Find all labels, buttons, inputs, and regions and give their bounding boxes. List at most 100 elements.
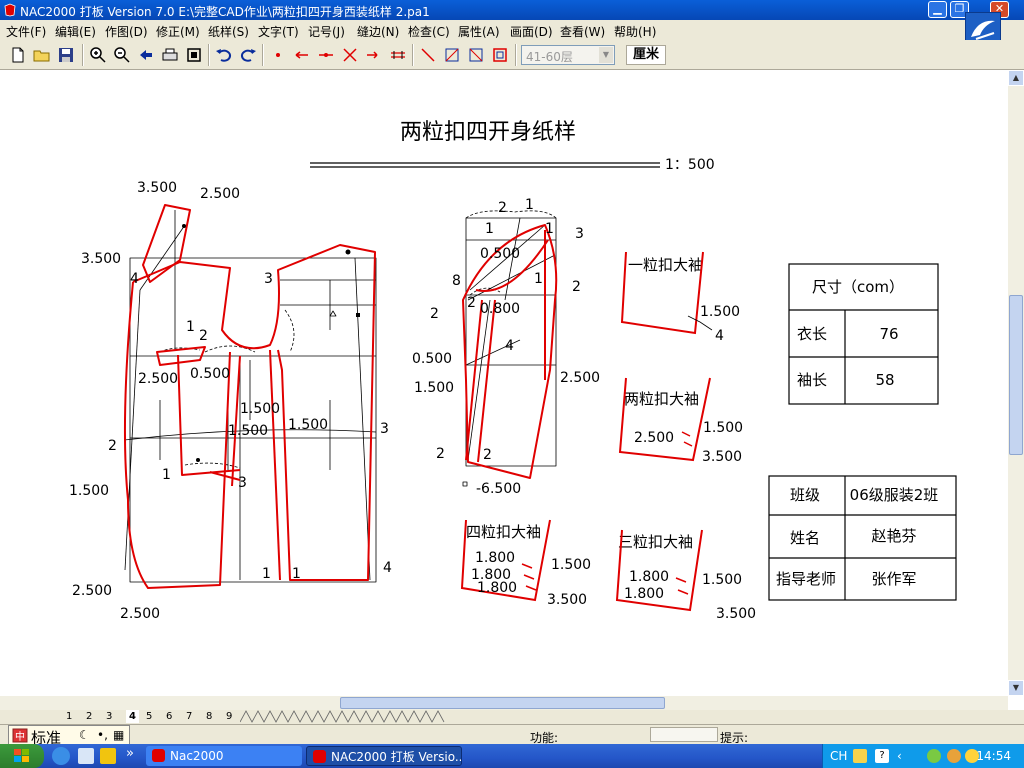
line-tool-button[interactable] [418, 45, 438, 65]
menu-edit[interactable]: 编辑(E) [55, 25, 96, 39]
extend-tool-button[interactable] [364, 45, 384, 65]
rectangle-tool-button[interactable] [490, 45, 510, 65]
cross-tool-button[interactable] [340, 45, 360, 65]
minimize-button[interactable]: ▁ [928, 1, 947, 18]
page-tab-active[interactable]: 4 [126, 710, 139, 723]
qq-icon[interactable] [965, 749, 979, 763]
dim-label: 2.500 [72, 583, 112, 599]
dim-label: 2 [199, 328, 208, 344]
save-icon [59, 48, 73, 62]
open-file-button[interactable] [32, 45, 52, 65]
messenger-icon[interactable] [947, 749, 961, 763]
status-bar: 中 标准 ☾ •, ▦ 功能: 提示: [0, 724, 1024, 747]
menu-modify[interactable]: 修正(M) [156, 25, 200, 39]
system-tray: CH ? ‹ 14:54 [822, 744, 1024, 768]
drawing-canvas[interactable]: 两粒扣四开身纸样 1：500 [0, 70, 1008, 696]
zoom-out-icon [114, 47, 130, 63]
page-tab[interactable]: 7 [186, 711, 193, 722]
clock: 14:54 [976, 749, 1011, 763]
point-tool-button[interactable] [268, 45, 288, 65]
moon-icon[interactable]: ☾ [79, 728, 90, 742]
menu-draw[interactable]: 作图(D) [105, 25, 148, 39]
arrow-tool-button[interactable] [292, 45, 312, 65]
rect-diag-tool-button[interactable] [442, 45, 462, 65]
fit-window-button[interactable] [184, 45, 204, 65]
cross-icon [343, 48, 357, 62]
page-tab[interactable]: 1 [66, 711, 73, 722]
maximize-button[interactable]: ❐ [950, 1, 969, 18]
tray-app-icon[interactable] [927, 749, 941, 763]
dim-label: 3.500 [716, 606, 756, 622]
measure-icon [391, 51, 405, 59]
ime-tray-icon[interactable] [853, 749, 867, 763]
ime-toolbar[interactable]: 中 标准 ☾ •, ▦ [8, 725, 130, 747]
taskbar-item[interactable]: Nac2000 [146, 746, 302, 766]
taskbar-item-active[interactable]: NAC2000 打板 Versio... [306, 746, 462, 766]
browser-icon[interactable] [52, 747, 70, 765]
menu-attribute[interactable]: 属性(A) [458, 25, 500, 39]
dim-label: 4 [715, 328, 724, 344]
dim-label: 0.500 [480, 246, 520, 262]
size-row-value: 76 [879, 325, 898, 343]
redo-button[interactable] [238, 45, 258, 65]
punctuation-icon[interactable]: •, [97, 728, 108, 742]
chevron-down-icon[interactable]: ▼ [599, 47, 613, 63]
keyboard-icon[interactable]: ▦ [113, 728, 125, 742]
layer-select[interactable]: 41-60层 ▼ [521, 45, 615, 65]
language-indicator[interactable]: CH [830, 749, 848, 763]
dim-label: 1 [262, 566, 271, 582]
horizontal-scroll-thumb[interactable] [340, 697, 665, 709]
menu-mark[interactable]: 记号(J) [308, 25, 345, 39]
page-tab[interactable]: 8 [206, 711, 213, 722]
help-icon[interactable]: ? [875, 749, 889, 763]
page-tab[interactable]: 3 [106, 711, 113, 722]
horizontal-scrollbar[interactable] [0, 696, 1008, 710]
menu-text[interactable]: 文字(T) [258, 25, 299, 39]
dim-label: 2 [430, 306, 439, 322]
layer-select-value: 41-60层 [526, 50, 573, 64]
vertical-scrollbar[interactable]: ▲ ▼ [1008, 70, 1024, 696]
scroll-down-icon[interactable]: ▼ [1008, 680, 1024, 696]
menu-pattern[interactable]: 纸样(S) [208, 25, 249, 39]
dim-label: 0.500 [412, 351, 452, 367]
unit-label: 厘米 [626, 45, 666, 65]
scroll-up-icon[interactable]: ▲ [1008, 70, 1024, 86]
print-button[interactable] [160, 45, 180, 65]
measure-tool-button[interactable] [388, 45, 408, 65]
body-pattern [123, 204, 377, 589]
back-button[interactable] [136, 45, 156, 65]
start-button[interactable] [0, 744, 44, 768]
app-icon [4, 3, 16, 17]
save-button[interactable] [56, 45, 76, 65]
dim-label: 2 [483, 447, 492, 463]
page-tab[interactable]: 9 [226, 711, 233, 722]
dim-label: 1.800 [624, 586, 664, 602]
quicklaunch-more-icon[interactable]: » [126, 746, 134, 761]
menu-seam[interactable]: 缝边(N) [357, 25, 400, 39]
menu-help[interactable]: 帮助(H) [614, 25, 657, 39]
menu-file[interactable]: 文件(F) [6, 25, 47, 39]
ime-icon: 中 [12, 728, 28, 743]
dim-label: 4 [383, 560, 392, 576]
dim-label: 2 [108, 438, 117, 454]
zoom-out-button[interactable] [112, 45, 132, 65]
menu-window[interactable]: 查看(W) [560, 25, 606, 39]
new-file-button[interactable] [8, 45, 28, 65]
dim-label: 1 [186, 319, 195, 335]
explorer-icon[interactable] [78, 748, 94, 764]
page-tab[interactable]: 6 [166, 711, 173, 722]
folder-icon[interactable] [100, 748, 116, 764]
page-tab[interactable]: 2 [86, 711, 93, 722]
vertical-scroll-thumb[interactable] [1009, 295, 1023, 455]
menu-check[interactable]: 检查(C) [408, 25, 450, 39]
menu-view[interactable]: 画面(D) [510, 25, 553, 39]
zoom-in-icon [90, 47, 106, 63]
rectangle-icon [493, 48, 507, 62]
rect-diag2-tool-button[interactable] [466, 45, 486, 65]
line-point-tool-button[interactable] [316, 45, 336, 65]
undo-button[interactable] [214, 45, 234, 65]
page-tab[interactable]: 5 [146, 711, 153, 722]
zoom-in-button[interactable] [88, 45, 108, 65]
scale-label: 1：500 [665, 157, 715, 173]
expand-tray-icon[interactable]: ‹ [897, 749, 902, 763]
